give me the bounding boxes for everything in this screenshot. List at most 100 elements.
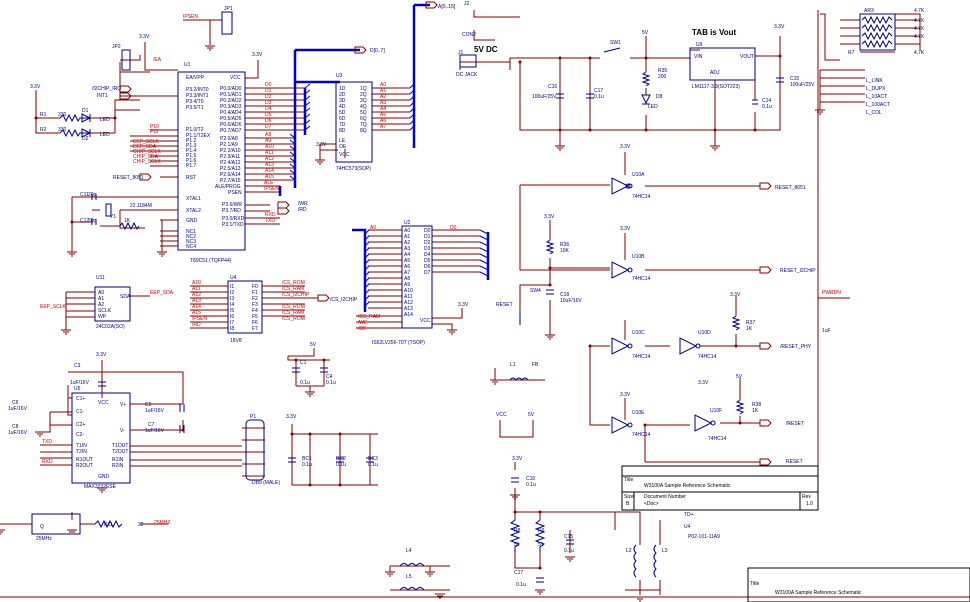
u11-pin-a0: A0 bbox=[98, 290, 104, 296]
net-eep-sclk-u1: EEP_SCLK bbox=[133, 139, 160, 145]
label-tab-vout: TAB is Vout bbox=[692, 28, 736, 37]
c18-val: 10uF/16V bbox=[560, 298, 582, 304]
u1-pin-p36: P3.6/WR bbox=[222, 202, 242, 208]
net-td: TD+ bbox=[684, 512, 694, 518]
label-5v-dc: 5V DC bbox=[474, 45, 498, 54]
c4-val: 0.1u bbox=[326, 380, 336, 386]
ar3-val-4: 4.7K bbox=[914, 34, 925, 40]
u9-vin: VIN bbox=[694, 54, 703, 60]
u4-part: 16V8 bbox=[230, 338, 242, 344]
tb-size: B bbox=[626, 501, 630, 507]
c5-ref: C5 bbox=[145, 402, 152, 408]
u5-c1p: C1+ bbox=[76, 396, 85, 402]
u11-pin-wp: WP bbox=[98, 314, 107, 320]
tb-title: W3100A Sample Reference Schematic bbox=[644, 483, 731, 489]
u2-a14: A14 bbox=[404, 312, 413, 318]
u5-t2out: T2OUT bbox=[112, 449, 128, 455]
u1-pin-p04: P0.4/AD4 bbox=[220, 110, 242, 116]
net-d0: D0 bbox=[265, 82, 272, 88]
r2-val: 330 bbox=[58, 127, 67, 133]
c17-val: 0.1u bbox=[594, 94, 604, 100]
u5-gnd: GND bbox=[98, 474, 110, 480]
u2-a0: A0 bbox=[404, 228, 410, 234]
bc2-ref: BC2 bbox=[336, 456, 346, 462]
u10f-part: 74HC14 bbox=[708, 436, 727, 442]
c3-ref: C3 bbox=[74, 363, 81, 369]
u3-in-8d: 8D bbox=[339, 128, 346, 134]
u5-part: MAX3232ESE bbox=[84, 484, 117, 490]
net-reset-n: /RESET bbox=[786, 421, 804, 427]
u5-c1m: C1- bbox=[76, 409, 84, 415]
ar3-val-2: 4.7K bbox=[914, 18, 925, 24]
c12-val: 20p bbox=[88, 218, 97, 224]
u1-pin-nc2: NC2 bbox=[186, 234, 196, 240]
l1-ref: L1 bbox=[510, 362, 516, 368]
u1-pin-p17: P1.7 bbox=[186, 163, 197, 169]
pwr-33v-jp2: 3.3V bbox=[139, 34, 150, 40]
u4-f6: F6 bbox=[252, 320, 258, 326]
r11-val: 22 bbox=[138, 522, 144, 528]
u3-in-5d: 5D bbox=[339, 110, 346, 116]
c10-ref: C10 bbox=[526, 476, 535, 482]
u1-pin-p14: P1.4 bbox=[186, 148, 197, 154]
u1-pin-eavpp: EA/VPP bbox=[186, 75, 205, 81]
u11-pin-a1: A1 bbox=[98, 296, 104, 302]
bc2-val: 0.1u bbox=[336, 462, 346, 468]
tb-size-label: Size bbox=[624, 494, 634, 500]
d1-led: LED bbox=[100, 117, 110, 123]
u11-pin-a2: A2 bbox=[98, 302, 104, 308]
tb-rev: 1.0 bbox=[806, 501, 813, 507]
u1-pin-nc4: NC4 bbox=[186, 244, 196, 250]
net-cs-i2chip: /CS_I2CHIP bbox=[330, 297, 358, 303]
u4-i2: I2 bbox=[230, 290, 234, 296]
d2-ref: D2 bbox=[82, 136, 89, 142]
c11-val: 20p bbox=[88, 192, 97, 198]
u2-a10: A10 bbox=[404, 288, 413, 294]
tb2-title-label: Title bbox=[750, 581, 759, 587]
net-u4-5: /CS_ROM bbox=[282, 316, 305, 322]
r-1k-xtal: 1K bbox=[124, 218, 131, 224]
u1-pin-xtal2: XTAL2 bbox=[186, 208, 201, 214]
u5-t1in: T1IN bbox=[76, 443, 87, 449]
u2-d2: D2 bbox=[424, 240, 431, 246]
u2-a1: A1 bbox=[404, 234, 410, 240]
u2-a7: A7 bbox=[404, 270, 410, 276]
c4-ref: C4 bbox=[326, 374, 333, 380]
osc-body bbox=[31, 513, 81, 535]
u1-pin-p10: P1.0/T2 bbox=[186, 127, 204, 133]
net-eep-sda: EEP_SDA bbox=[150, 290, 174, 296]
u9-part: LM1117-3.3(SOT223) bbox=[692, 84, 740, 90]
net-l-10act: L_10ACT bbox=[866, 94, 887, 100]
u5-body bbox=[71, 392, 131, 484]
u1-pin-p07: P0.7/AD7 bbox=[220, 128, 242, 134]
ar3-body bbox=[859, 13, 896, 51]
net-pwrdn: PWRDN bbox=[822, 290, 841, 296]
c12-ref: C12 bbox=[80, 218, 89, 224]
u2-vcc: VCC bbox=[420, 318, 431, 324]
net-rd: /RD bbox=[298, 207, 307, 213]
pwr-33v-u5: 3.3V bbox=[96, 352, 107, 358]
r35-ref: R35 bbox=[658, 68, 667, 74]
u4-in-a11: A11 bbox=[192, 286, 201, 292]
u1-pin-p11: P1.1/T2EX bbox=[186, 133, 211, 139]
net-u4-2: /CS_I2CHIP bbox=[282, 292, 310, 298]
u1-pin-p12: P1.2 bbox=[186, 138, 197, 144]
u5-r1out: R1OUT bbox=[76, 457, 93, 463]
u4-in-a10: A10 bbox=[192, 280, 201, 286]
net-l-col: L_COL bbox=[866, 110, 882, 116]
c6-val: 1uF/16V bbox=[8, 406, 28, 412]
c18-ref: C18 bbox=[560, 292, 569, 298]
c5-val: 1uF/16V bbox=[145, 408, 165, 414]
u3-in-7d: 7D bbox=[339, 122, 346, 128]
c15b-ref: C15 bbox=[564, 534, 573, 540]
net-ipsen: IPSEN bbox=[183, 14, 198, 20]
pwr-vcc: VCC bbox=[496, 412, 507, 418]
u3-a5: A5 bbox=[380, 112, 386, 118]
c15-ref: C15 bbox=[790, 76, 799, 82]
pwr-33v-u10e: 3.3V bbox=[620, 392, 631, 398]
u4b-ref: U4 bbox=[684, 524, 691, 530]
u2-ref: U2 bbox=[404, 220, 411, 226]
u3-pin-vcc: VCC bbox=[339, 152, 350, 158]
u2-part: IS62LV256-70T (TSOP) bbox=[372, 340, 425, 346]
reset-label: RESET bbox=[496, 302, 513, 308]
